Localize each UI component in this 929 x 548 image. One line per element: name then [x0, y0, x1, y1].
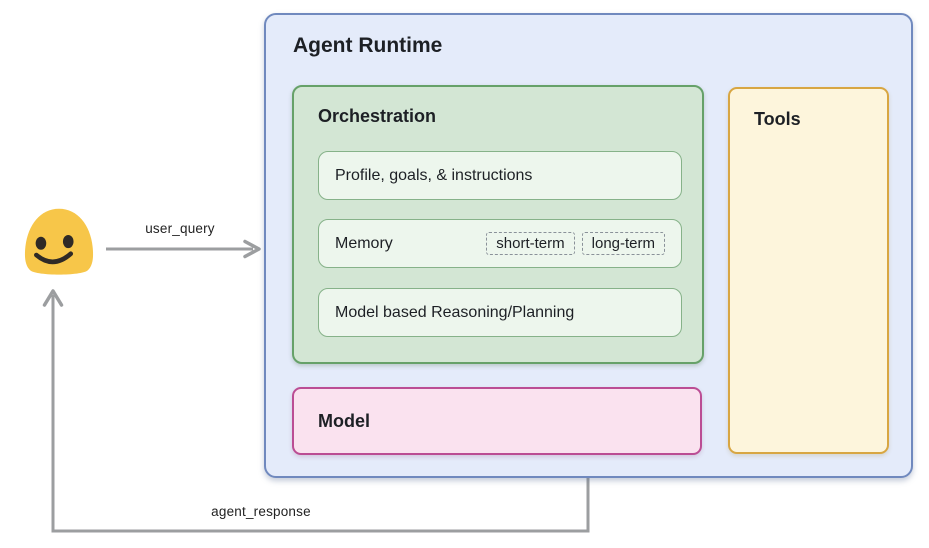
emoji-left-eye	[35, 236, 47, 250]
agent-runtime-box: Agent Runtime Orchestration Profile, goa…	[264, 13, 913, 478]
emoji-right-eye	[62, 235, 74, 249]
memory-box: Memory short-term long-term	[318, 219, 682, 268]
model-title: Model	[318, 410, 370, 431]
user-query-label: user_query	[145, 221, 215, 236]
model-box: Model	[292, 387, 702, 455]
profile-goals-instructions-box: Profile, goals, & instructions	[318, 151, 682, 200]
short-term-memory-chip: short-term	[486, 232, 575, 255]
agent-response-label: agent_response	[211, 504, 311, 519]
user-emoji-icon	[24, 208, 94, 275]
agent-response-arrowhead-icon	[42, 289, 64, 307]
emoji-smile	[34, 251, 74, 265]
memory-label: Memory	[335, 234, 393, 252]
reasoning-planning-label: Model based Reasoning/Planning	[335, 303, 575, 321]
tools-title: Tools	[754, 109, 801, 129]
profile-goals-instructions-label: Profile, goals, & instructions	[335, 166, 533, 184]
tools-box: Tools	[728, 87, 889, 454]
long-term-memory-chip: long-term	[581, 232, 665, 255]
user-query-arrowhead-icon	[243, 239, 261, 259]
reasoning-planning-box: Model based Reasoning/Planning	[318, 288, 682, 337]
orchestration-box: Orchestration Profile, goals, & instruct…	[292, 85, 704, 364]
agent-runtime-title: Agent Runtime	[293, 34, 443, 57]
orchestration-title: Orchestration	[318, 106, 437, 126]
agent-response-path	[51, 295, 590, 533]
emoji-face	[24, 208, 94, 275]
memory-chip-group: short-term long-term	[486, 232, 665, 255]
